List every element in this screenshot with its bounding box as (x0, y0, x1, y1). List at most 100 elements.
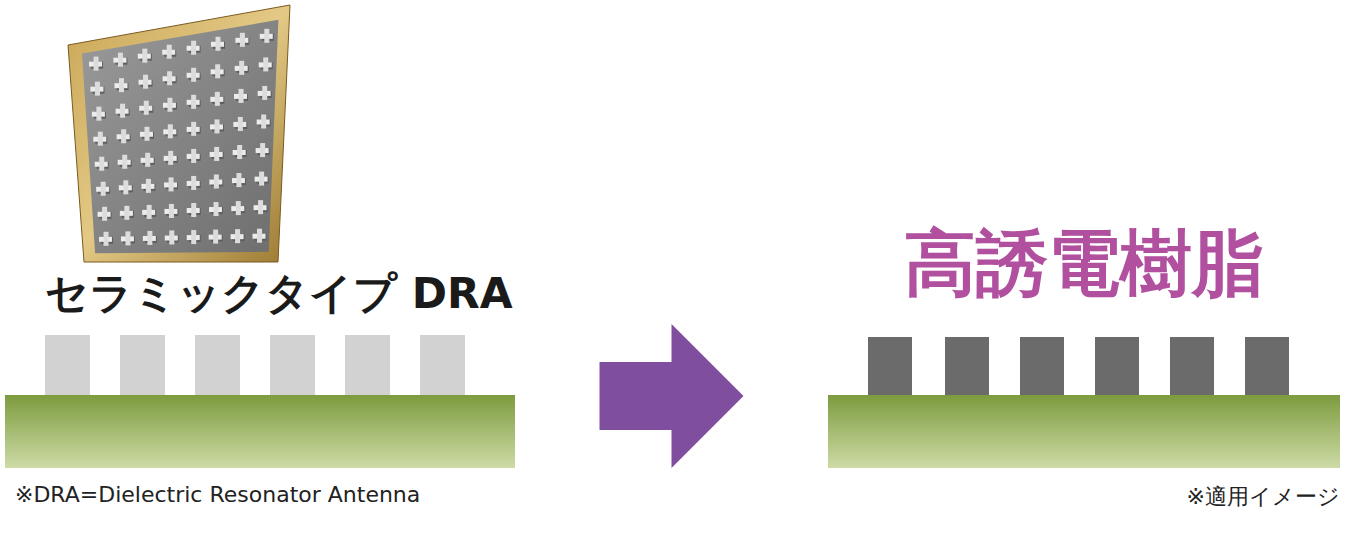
pillar-bar (237, 145, 242, 159)
array-pillar (209, 174, 223, 188)
array-pillar (210, 92, 224, 106)
ceramic-pillar (195, 335, 240, 395)
assembly-group: セラミックタイプ DRA (5, 270, 515, 468)
pillar-bar (191, 149, 196, 163)
pillar-bar (259, 172, 264, 186)
pillar-bar (236, 201, 241, 215)
group-heading: 高誘電樹脂 (904, 222, 1264, 305)
pillar-bar (214, 147, 219, 161)
array-pillar (231, 201, 245, 215)
array-pillar (99, 232, 113, 246)
pillar-bar (147, 231, 152, 245)
array-pillar (231, 229, 245, 243)
pillar-bar (215, 64, 220, 78)
array-pillar (255, 172, 269, 186)
pillar-bar (191, 122, 196, 136)
array-pillar (235, 61, 249, 75)
pillar-bar (99, 157, 104, 171)
pillar-bar (95, 82, 100, 96)
pillar-bar (102, 207, 107, 221)
pillar-bar (121, 129, 126, 143)
resin-pillar (1020, 337, 1064, 395)
array-pillar (258, 86, 272, 100)
pillar-bar (239, 89, 244, 103)
pillar-bar (104, 232, 109, 246)
pillar-bar (215, 92, 220, 106)
array-pillar (235, 33, 249, 47)
pillar-bar (147, 205, 152, 219)
group-heading: セラミックタイプ DRA (45, 270, 513, 319)
pillar-bar (168, 151, 173, 165)
array-pillar (90, 82, 104, 96)
pillar-bar (119, 78, 124, 92)
pillar-bar (260, 143, 265, 157)
assembly-group: 高誘電樹脂 (828, 222, 1340, 468)
pillar-bar (191, 95, 196, 109)
pillar-bar (94, 57, 99, 71)
array-pillar (98, 207, 112, 221)
array-pillar (121, 231, 135, 245)
array-pillar (165, 230, 179, 244)
array-pillar (92, 107, 106, 121)
array-pillar (139, 101, 153, 115)
array-pillar (114, 78, 128, 92)
footnote: ※適用イメージ (1187, 482, 1340, 512)
pillar-bar (238, 117, 243, 131)
array-pillar (210, 147, 224, 161)
pillar-bar (261, 114, 266, 128)
array-pillar (259, 57, 273, 71)
array-pillar (209, 202, 223, 216)
pillar-bar (98, 132, 103, 146)
resin-pillar (868, 337, 912, 395)
array-pillar (233, 117, 247, 131)
array-pillar (187, 68, 201, 82)
array-pillar (143, 231, 157, 245)
pillar-bar (142, 49, 147, 63)
pillar-bar (144, 127, 149, 141)
array-pillar (232, 173, 246, 187)
resin-pillar (1095, 337, 1139, 395)
array-pillar (164, 151, 178, 165)
array-pillar (113, 53, 127, 67)
array-pillar (140, 127, 154, 141)
pillar-bar (213, 230, 218, 244)
array-pillar (95, 157, 109, 171)
pillar-bar (167, 71, 172, 85)
array-pillar (164, 177, 178, 191)
pillar-bar (263, 57, 268, 71)
array-pillar (120, 206, 134, 220)
pillar-bar (214, 174, 219, 188)
array-pillar (116, 104, 130, 118)
array-pillar (187, 176, 201, 190)
ceramic-pillar (120, 335, 165, 395)
resin-pillar (1170, 337, 1214, 395)
array-pillar (162, 45, 176, 59)
array-pillar (234, 89, 248, 103)
pillar-bar (216, 37, 221, 51)
footnote: ※DRA=Dielectric Resonator Antenna (15, 482, 420, 507)
array-pillar (254, 200, 268, 214)
pillar-bar (262, 86, 267, 100)
pillar-bar (168, 124, 173, 138)
array-pillar (119, 180, 133, 194)
pillar-bar (191, 176, 196, 190)
array-pillar (138, 49, 152, 63)
array-pillar (253, 229, 267, 243)
pillar-bar (122, 155, 127, 169)
array-pillar (141, 179, 155, 193)
grey-plate (82, 20, 278, 253)
pillar-bar (257, 229, 262, 243)
pillar-bar (125, 231, 130, 245)
array-pillar (163, 71, 177, 85)
pillar-bar (169, 230, 174, 244)
array-pillar (141, 153, 155, 167)
array-pillar (163, 98, 177, 112)
array-pillar (89, 57, 103, 71)
substrate-band (5, 395, 515, 468)
pillar-bar (214, 119, 219, 133)
resin-pillar (1245, 337, 1289, 395)
resin-pillar (945, 337, 989, 395)
array-pillar (187, 149, 201, 163)
array-pillar (163, 124, 177, 138)
pillar-bar (118, 53, 123, 67)
